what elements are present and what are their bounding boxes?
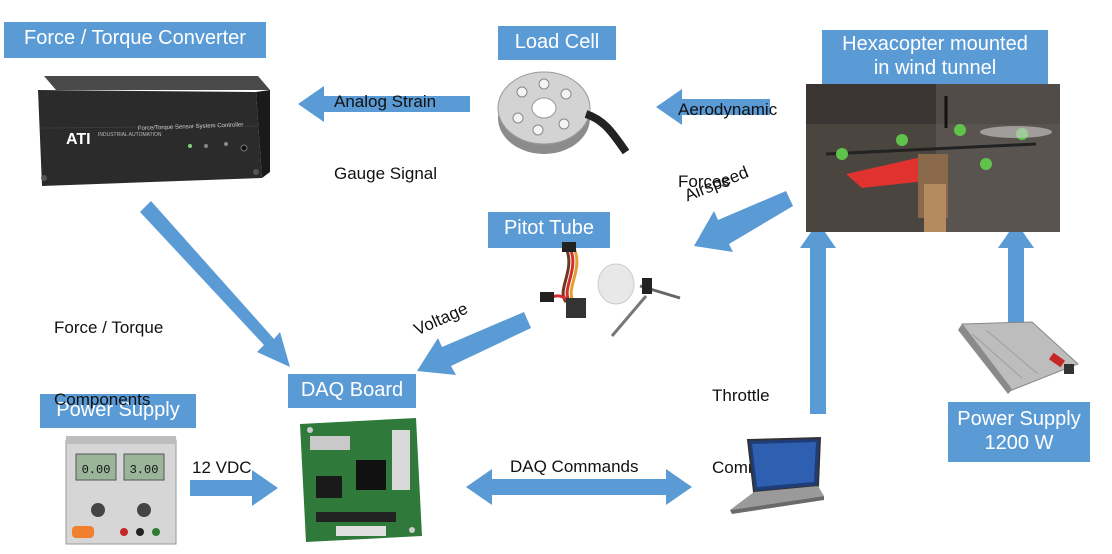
controller-title-text: Force/Torque Sensor System Controller [138, 122, 244, 132]
power-supply-1200w-line2: 1200 W [984, 432, 1054, 454]
analog-strain-line1: Analog Strain [334, 92, 437, 111]
arrow-pitot-to-daq [417, 312, 531, 375]
ati-sub-text: INDUSTRIAL AUTOMATION [98, 132, 162, 138]
force-torque-components-line1: Force / Torque [54, 318, 164, 337]
force-torque-controller-image: ATI INDUSTRIAL AUTOMATION Force/Torque S… [38, 76, 270, 186]
pitot-tube-box: Pitot Tube [488, 212, 610, 248]
force-torque-components-label: Force / Torque Components [54, 268, 163, 436]
vdc-label: 12 VDC [192, 458, 252, 477]
power-supply-box: Power Supply [40, 394, 196, 428]
power-supply-1200w-image [958, 321, 1079, 394]
aerodynamic-forces-label: Aerodynamic Forces [678, 50, 777, 218]
aerodynamic-forces-line2: Forces [678, 172, 730, 191]
laptop-image [730, 436, 824, 514]
hexacopter-wind-tunnel-image [806, 84, 1060, 232]
load-cell-box-label: Load Cell [514, 31, 600, 53]
force-torque-components-line2: Components [54, 390, 151, 409]
psu-display-right-value: 3.00 [130, 463, 159, 477]
arrow-converter-to-daq [140, 201, 290, 367]
load-cell-image [497, 71, 630, 155]
daq-board-image [300, 418, 422, 542]
analog-strain-label: Analog Strain Gauge Signal [334, 42, 437, 210]
pitot-tube-image [540, 242, 681, 337]
hexacopter-box-line2: in wind tunnel [873, 57, 997, 79]
aerodynamic-forces-line1: Aerodynamic [678, 100, 778, 119]
arrow-laptop-to-hexacopter [800, 222, 836, 414]
arrow-hexacopter-to-loadcell [656, 89, 770, 125]
ati-logo-text: ATI [66, 131, 91, 148]
converter-box: Force / Torque Converter [4, 22, 266, 58]
daq-board-box-label: DAQ Board [300, 379, 404, 401]
arrow-psu-to-daq [190, 470, 278, 506]
throttle-command-line1: Throttle [712, 386, 770, 405]
hexacopter-box: Hexacopter mounted in wind tunnel [822, 30, 1048, 84]
load-cell-box: Load Cell [498, 26, 616, 60]
arrow-psu-to-hexacopter [998, 222, 1034, 324]
power-supply-1200w-box: Power Supply 1200 W [948, 402, 1090, 462]
arrow-loadcell-to-converter [298, 86, 470, 122]
arrow-daq-laptop-bidirectional [466, 469, 692, 505]
power-supply-1200w-line1: Power Supply [957, 408, 1081, 430]
psu-display-left-value: 0.00 [82, 463, 111, 477]
power-supply-box-label: Power Supply [56, 399, 180, 421]
daq-board-box: DAQ Board [288, 374, 416, 408]
converter-box-label: Force / Torque Converter [24, 27, 246, 49]
pitot-tube-box-label: Pitot Tube [503, 217, 595, 239]
hexacopter-box-line1: Hexacopter mounted [842, 33, 1028, 55]
bench-power-supply-image: 0.00 3.00 [65, 436, 177, 545]
arrow-hexacopter-to-pitot [694, 191, 793, 252]
daq-commands-label: DAQ Commands [510, 457, 639, 476]
analog-strain-line2: Gauge Signal [334, 164, 438, 183]
